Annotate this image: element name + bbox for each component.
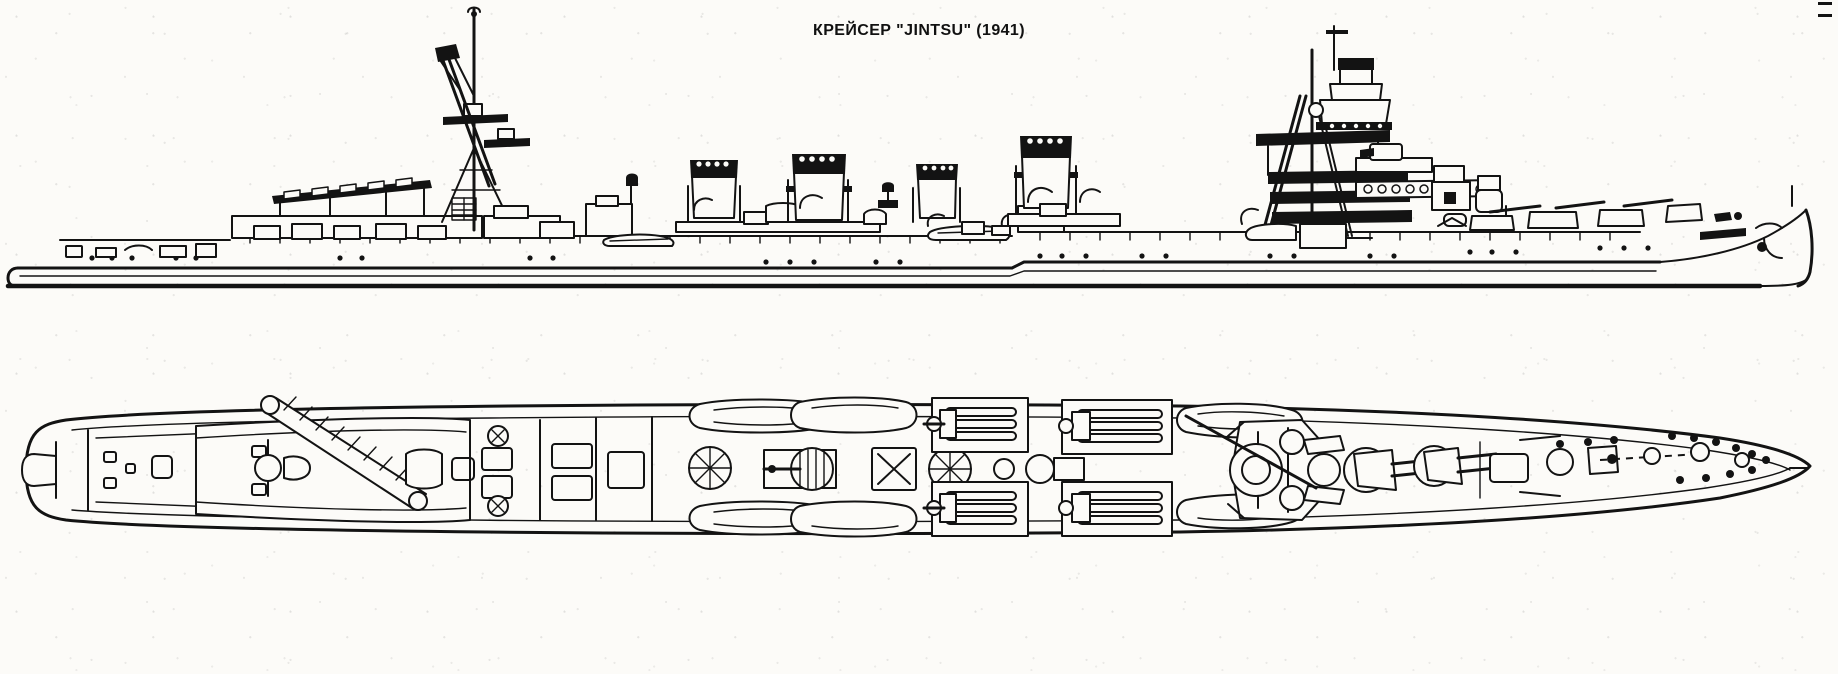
forward-gun-mounts bbox=[1437, 198, 1703, 231]
boat-chocks-aft bbox=[405, 448, 475, 490]
gun-mount-circles-plan bbox=[688, 446, 1085, 491]
forward-boat-deck bbox=[1007, 203, 1121, 227]
forward-superstructure bbox=[1431, 165, 1507, 227]
ships-boats-plan bbox=[688, 396, 918, 538]
funnel-3 bbox=[912, 164, 961, 223]
amidships-aft-deckhouse bbox=[539, 173, 638, 239]
funnel-1 bbox=[687, 160, 741, 223]
mainmast-base-plan bbox=[254, 439, 311, 497]
funnel-2 bbox=[786, 154, 852, 223]
after-shelter-deck bbox=[231, 215, 483, 240]
torpedo-tube-mount-starboard-2 bbox=[1058, 399, 1173, 455]
forward-turrets-plan bbox=[1307, 445, 1498, 493]
catapult-rail-plan bbox=[260, 395, 428, 511]
aft-deckhouses bbox=[65, 243, 217, 258]
bridge-superstructure-plan bbox=[1184, 414, 1345, 521]
torpedo-tube-mount-port bbox=[922, 481, 1029, 537]
torpedo-tube-mount-starboard bbox=[922, 397, 1029, 453]
forecastle-fittings bbox=[1700, 212, 1783, 259]
torpedo-tube-mount-port-2 bbox=[1058, 481, 1173, 537]
mainmast-and-crane bbox=[435, 6, 530, 232]
funnel-4 bbox=[1014, 136, 1101, 215]
page-title: КРЕЙСЕР "JINTSU" (1941) bbox=[813, 22, 1025, 39]
ships-boat-aft bbox=[602, 233, 675, 247]
amidships-fittings bbox=[863, 182, 898, 225]
forecastle-fittings-plan bbox=[1479, 432, 1770, 499]
deck-hatches-plan bbox=[481, 425, 645, 517]
registration-tick-bottom bbox=[1818, 14, 1832, 17]
ship-plan-view bbox=[0, 380, 1838, 674]
ship-profile-view bbox=[0, 0, 1838, 310]
aircraft-catapult bbox=[272, 177, 432, 217]
registration-tick-top bbox=[1818, 2, 1832, 5]
